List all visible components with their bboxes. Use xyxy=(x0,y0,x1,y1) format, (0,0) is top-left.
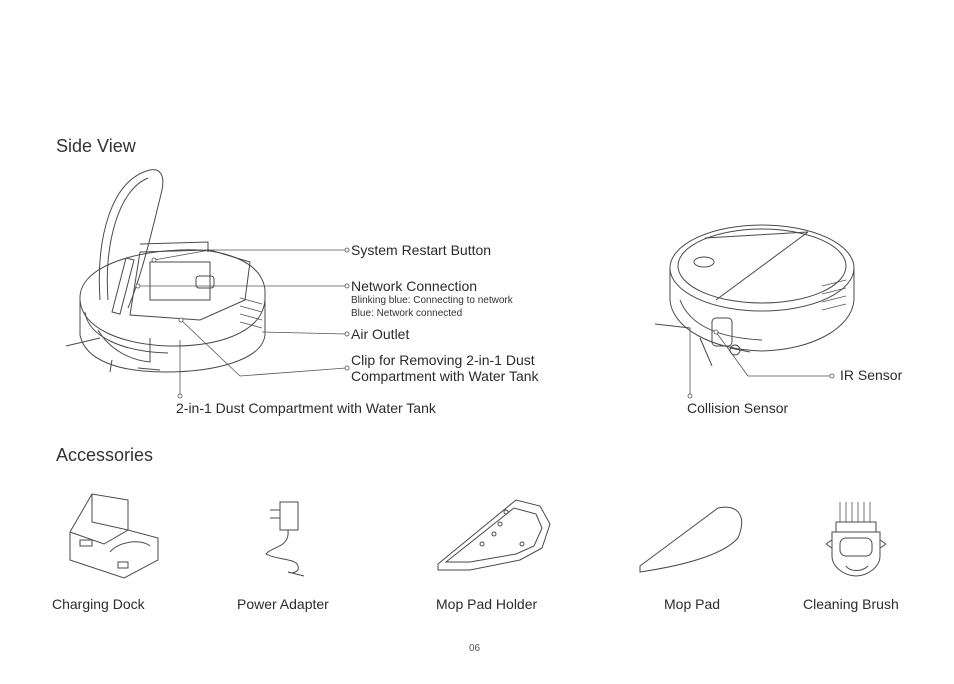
callout-lines-left xyxy=(135,247,350,399)
mop-pad-icon xyxy=(639,506,743,573)
callout-ir-sensor: IR Sensor xyxy=(840,367,903,383)
callout-dust-compartment: 2-in-1 Dust Compartment with Water Tank xyxy=(176,400,436,416)
robot-side-illustration xyxy=(654,224,855,367)
accessories-heading: Accessories xyxy=(56,445,154,465)
callout-collision-sensor: Collision Sensor xyxy=(687,400,789,416)
callout-air-outlet: Air Outlet xyxy=(351,326,410,342)
callout-system-restart-button: System Restart Button xyxy=(351,242,492,258)
accessory-label-mop-pad-holder: Mop Pad Holder xyxy=(436,596,538,612)
callout-clip-line2: Compartment with Water Tank xyxy=(351,368,539,384)
page-number: 06 xyxy=(469,643,481,654)
callout-network-blinking-blue: Blinking blue: Connecting to network xyxy=(351,295,513,306)
accessory-label-power-adapter: Power Adapter xyxy=(237,596,329,612)
mop-pad-holder-icon xyxy=(437,499,551,571)
callout-network-connection: Network Connection xyxy=(351,278,478,294)
charging-dock-icon xyxy=(69,493,159,579)
accessory-label-mop-pad: Mop Pad xyxy=(664,596,721,612)
robot-open-lid-illustration xyxy=(65,169,266,373)
accessory-label-charging-dock: Charging Dock xyxy=(52,596,145,612)
callout-network-blue: Blue: Network connected xyxy=(351,308,463,319)
side-view-heading: Side View xyxy=(56,136,136,156)
callout-lines-right xyxy=(687,328,835,399)
accessory-label-cleaning-brush: Cleaning Brush xyxy=(803,596,899,612)
power-adapter-icon xyxy=(265,501,305,577)
callout-clip-line1: Clip for Removing 2-in-1 Dust xyxy=(351,352,535,368)
cleaning-brush-icon xyxy=(825,502,887,577)
